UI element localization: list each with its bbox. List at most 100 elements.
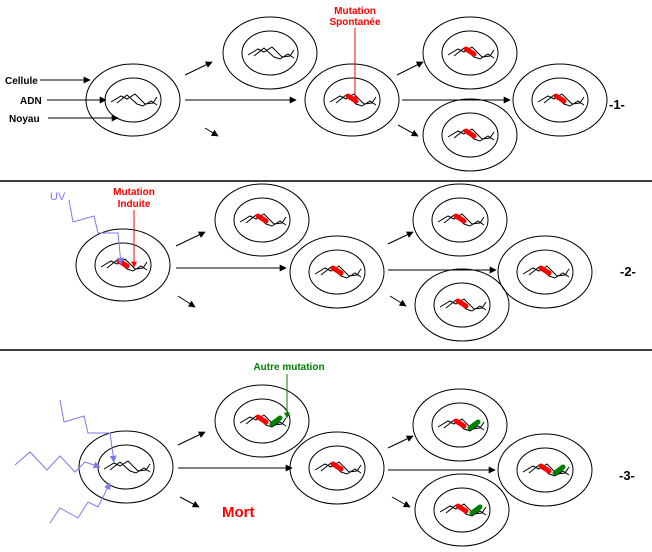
cell: [412, 183, 508, 257]
cell-membrane: [304, 63, 400, 137]
dna-strand: [447, 46, 495, 58]
annotation-mutation-spontanee-line2: Spontanée: [329, 17, 381, 28]
cell-membrane: [414, 473, 510, 547]
legend-adn: ADN: [20, 96, 42, 107]
arrow: [204, 127, 219, 137]
dna-strand: [445, 504, 487, 517]
dna-strand: [522, 265, 570, 277]
cell-nucleus: [531, 77, 589, 123]
dna-strand: [239, 213, 287, 225]
annotation-mutation-induite-line2: Induite: [118, 199, 151, 210]
dna-strand: [314, 265, 362, 277]
cell-membrane: [289, 235, 385, 309]
mutation-red-mark: [455, 298, 469, 309]
mutation-green-mark: [467, 419, 481, 431]
cell-membrane: [422, 98, 518, 172]
cell-nucleus: [323, 77, 381, 123]
mutation-red-mark: [538, 265, 552, 276]
cell-membrane: [412, 183, 508, 257]
cell-membrane: [222, 16, 318, 90]
death-label: Mort: [222, 504, 255, 521]
cell-membrane: [412, 388, 508, 462]
annotation-mutation-induite-line1: Mutation: [113, 187, 155, 198]
uv-ray: [68, 199, 124, 265]
dna-strand: [314, 461, 362, 473]
dna-strand: [320, 462, 362, 475]
arrow: [387, 435, 414, 449]
cell: [512, 63, 608, 137]
panel-number-3: -3-: [619, 468, 635, 483]
panel-number-2: -2-: [620, 264, 636, 279]
mutation-red-mark: [255, 213, 269, 224]
dna-strand: [329, 93, 377, 105]
annotation-autre-mutation: Autre mutation: [253, 362, 324, 373]
annotation-mutation-spontanee-line1: Mutation: [334, 6, 376, 17]
mutation-red-mark: [330, 461, 344, 472]
cell-membrane: [422, 16, 518, 90]
cell: [497, 433, 593, 507]
arrow: [389, 295, 407, 307]
dna-strand: [522, 463, 570, 475]
uv-ray: [14, 451, 101, 473]
cell-nucleus: [308, 445, 366, 491]
arrow: [177, 431, 206, 446]
uv-ray: [49, 482, 111, 524]
dna-strand: [443, 419, 485, 432]
dna-strand: [335, 94, 377, 107]
mutation-red-mark: [453, 418, 467, 429]
cell: [222, 16, 318, 90]
cell: [412, 388, 508, 462]
arrow: [179, 496, 200, 508]
dna-strand: [239, 414, 287, 426]
cell-nucleus: [441, 30, 499, 76]
cell-membrane: [497, 433, 593, 507]
dna-strand: [247, 46, 295, 58]
arrow: [175, 231, 206, 247]
cell-nucleus: [308, 249, 366, 295]
dna-strand: [528, 266, 570, 279]
cell-membrane: [214, 183, 310, 257]
dna-strand: [245, 415, 287, 428]
dna-strand: [453, 129, 495, 142]
dna-strand: [109, 461, 151, 474]
cell-membrane: [414, 268, 510, 342]
cell: [289, 431, 385, 505]
dna-strand: [245, 214, 287, 227]
dna-strand: [110, 93, 158, 105]
mutation-red-mark: [538, 463, 552, 474]
arrow: [387, 231, 414, 245]
cell-membrane: [512, 63, 608, 137]
cell: [422, 98, 518, 172]
mutation-red-mark: [463, 128, 477, 139]
cell: [289, 235, 385, 309]
dna-strand: [100, 258, 148, 270]
mutation-red-mark: [463, 46, 477, 57]
dna-strand: [106, 259, 148, 272]
mutation-green-mark: [552, 464, 566, 476]
dna-strand: [528, 464, 570, 477]
cell-membrane: [78, 430, 174, 504]
dna-strand: [437, 213, 485, 225]
mutation-green-mark: [469, 504, 483, 516]
mutation-red-mark: [255, 414, 269, 425]
cell-nucleus: [433, 487, 491, 533]
arrow: [391, 496, 411, 508]
panel-number-1: -1-: [609, 97, 625, 112]
cell: [75, 228, 171, 302]
mutation-red-mark: [453, 213, 467, 224]
mutation-red-mark: [116, 258, 130, 269]
cell-nucleus: [431, 402, 489, 448]
dna-strand: [437, 418, 485, 430]
cell-membrane: [214, 384, 310, 458]
cell-membrane: [497, 235, 593, 309]
dna-strand: [445, 299, 487, 312]
dna-strand: [447, 128, 495, 140]
cell-nucleus: [241, 30, 299, 76]
arrow: [177, 295, 196, 308]
cell: [414, 473, 510, 547]
cell-nucleus: [94, 242, 152, 288]
cell-nucleus: [233, 197, 291, 243]
cell: [214, 183, 310, 257]
